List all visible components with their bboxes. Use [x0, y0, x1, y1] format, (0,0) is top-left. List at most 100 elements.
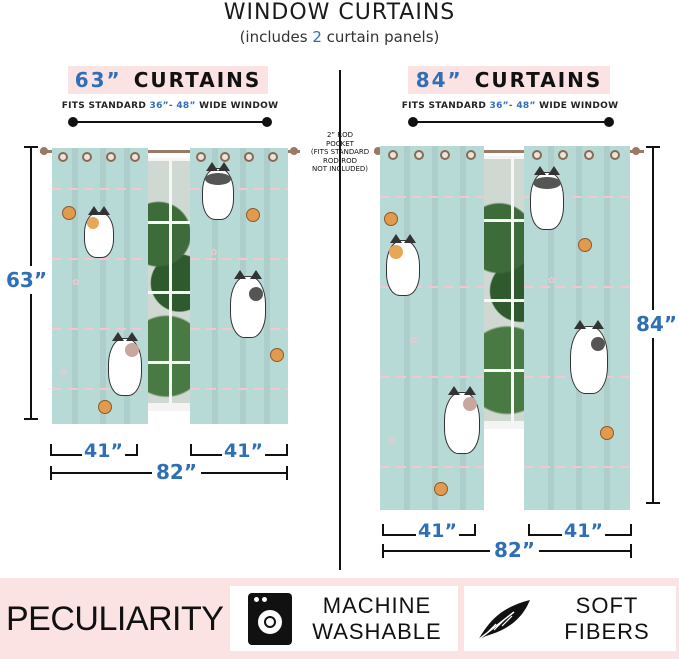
flower-icon: ✿ [210, 248, 218, 258]
grommet [414, 150, 424, 160]
left-fits-range: 36”- 48” [149, 101, 196, 111]
feature-machine-washable-text: MACHINE WASHABLE [302, 593, 452, 645]
left-fits-post: WIDE WINDOW [195, 101, 279, 111]
fold [264, 148, 270, 424]
fold [604, 146, 610, 510]
curtain-panel-left: ✿ ✿ [52, 148, 148, 424]
right-rod-dimension-line [414, 121, 610, 123]
dim-cap [50, 444, 52, 456]
cat-illustration [386, 234, 420, 296]
rod-pocket-note: 2” ROD POCKET (FITS STANDARD ROD-ROD NOT… [303, 131, 377, 174]
stripe [52, 258, 148, 260]
window-frame [137, 158, 201, 411]
dog-illustration [600, 426, 614, 440]
dim-cap [136, 444, 138, 456]
flower-icon: ✿ [60, 368, 68, 378]
dim-cap [286, 466, 288, 480]
grommet [106, 152, 116, 162]
grommet [82, 152, 92, 162]
stripe [380, 466, 484, 468]
washing-machine-icon [248, 593, 292, 645]
window-sill [477, 421, 543, 429]
stripe [52, 328, 148, 330]
left-panel1-width-label: 41” [82, 440, 125, 462]
left-badge-word: CURTAINS [133, 68, 262, 92]
left-height-label: 63” [6, 266, 47, 294]
left-rod-dimension-line [72, 121, 268, 123]
fold [100, 148, 106, 424]
grommet [130, 152, 140, 162]
dog-illustration [62, 206, 76, 220]
window-mullion [483, 369, 537, 372]
left-curtain-illustration: ✿ ✿ ✿ [40, 138, 300, 428]
grommet [440, 150, 450, 160]
right-size-badge: 84” CURTAINS [408, 66, 610, 94]
rod-finial [290, 147, 298, 155]
right-panel1-width-label: 41” [416, 520, 459, 542]
cat-illustration [530, 166, 564, 230]
page-title: WINDOW CURTAINS [223, 0, 456, 25]
feature-line: FIBERS [564, 619, 650, 644]
stripe [524, 286, 630, 288]
feature-machine-washable: MACHINE WASHABLE [230, 586, 458, 651]
dim-cap [190, 444, 192, 456]
dog-illustration [246, 208, 260, 222]
rod-note-line: POCKET [326, 139, 354, 148]
left-dim-dot-start [68, 117, 78, 127]
right-curtain-illustration: ✿ ✿ ✿ [374, 132, 644, 512]
dim-cap [24, 418, 38, 420]
stripe [190, 258, 288, 260]
peculiarity-heading: PECULIARITY [6, 600, 224, 638]
rod-note-line: NOT INCLUDED) [311, 165, 369, 173]
right-badge-size: 84” [415, 68, 463, 92]
left-dim-dot-end [262, 117, 272, 127]
rod-note-line: 2” ROD [326, 131, 354, 139]
fold [460, 146, 466, 510]
dim-cap [382, 524, 384, 536]
curtain-panel-left: ✿ ✿ [380, 146, 484, 510]
flower-icon: ✿ [388, 436, 396, 446]
dim-cap [630, 544, 632, 558]
dog-illustration [578, 238, 592, 252]
left-badge-size: 63” [74, 68, 122, 92]
window-mullion [143, 361, 195, 364]
grommet [610, 150, 620, 160]
stripe [380, 376, 484, 378]
right-fits-range: 36”- 48” [489, 101, 536, 111]
right-badge-word: CURTAINS [474, 68, 603, 92]
curtain-panel-right: ✿ [190, 148, 288, 424]
grommet [388, 150, 398, 160]
stripe [52, 188, 148, 190]
rod-note-line: (FITS STANDARD [310, 148, 370, 156]
right-dim-dot-start [408, 117, 418, 127]
dim-cap [474, 524, 476, 536]
cat-illustration [108, 332, 142, 396]
window-sill [137, 403, 201, 411]
feature-line: MACHINE [322, 593, 432, 618]
fold [548, 146, 554, 510]
fold [404, 146, 410, 510]
right-fits-post: WIDE WINDOW [535, 101, 619, 111]
flower-icon: ✿ [72, 278, 80, 288]
grommet [268, 152, 278, 162]
right-fits-pre: FITS STANDARD [401, 101, 490, 111]
cat-illustration [444, 386, 480, 454]
dim-cap [528, 524, 530, 536]
curtain-panel-right: ✿ [524, 146, 630, 510]
right-panel2-width-label: 41” [562, 520, 605, 542]
left-total-width-label: 82” [152, 460, 201, 484]
stripe [524, 196, 630, 198]
window-mullion [169, 161, 172, 405]
stripe [190, 388, 288, 390]
dim-cap [630, 524, 632, 536]
stripe [380, 286, 484, 288]
window-mullion [143, 221, 195, 224]
stripe [190, 188, 288, 190]
right-height-label: 84” [636, 310, 677, 338]
grommet [466, 150, 476, 160]
dim-cap [24, 146, 38, 148]
cat-illustration [84, 206, 114, 258]
dim-cap [286, 444, 288, 456]
subtitle-text-end: curtain panels) [321, 28, 440, 46]
fold [124, 148, 130, 424]
